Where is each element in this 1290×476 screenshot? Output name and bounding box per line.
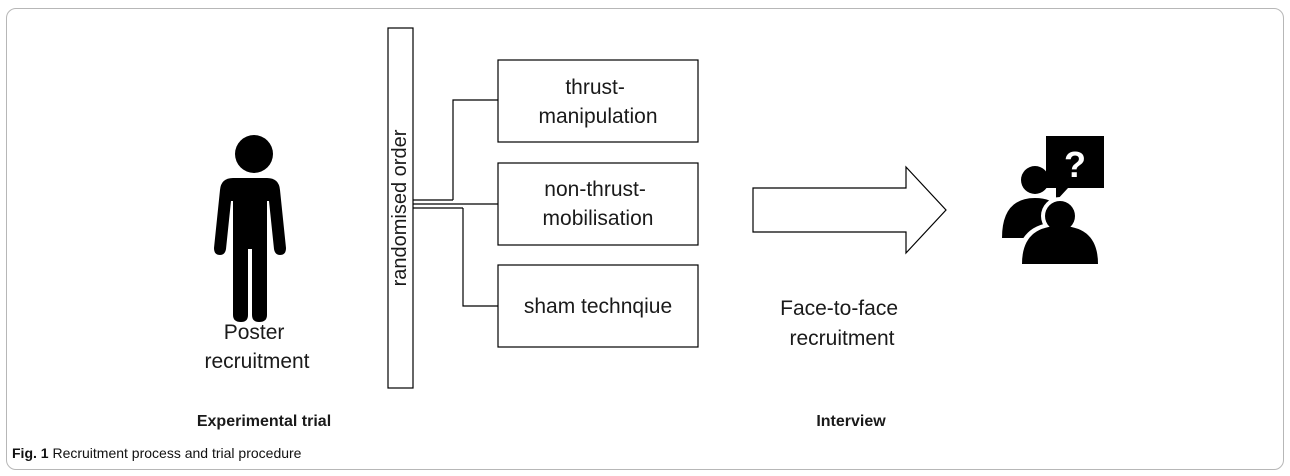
interview-icon	[1002, 136, 1104, 268]
caption-label: Fig. 1	[12, 445, 49, 461]
section-interview: Interview	[816, 413, 886, 430]
treatment-box-thrust	[497, 59, 699, 143]
caption-text: Recruitment process and trial procedure	[52, 445, 302, 461]
treatment-non-thrust-label: non-thrust- mobilisation	[543, 178, 654, 230]
treatment-box-sham	[497, 264, 699, 348]
treatment-box-non-thrust	[497, 162, 699, 246]
randomised-order-label: randomised order	[389, 129, 411, 286]
non-thrust-line-2: mobilisation	[543, 207, 654, 230]
poster-line-1: Poster	[224, 321, 285, 344]
figure-frame	[6, 8, 1284, 470]
poster-recruitment-label: Poster recruitment	[204, 321, 309, 373]
question-mark: ?	[1064, 144, 1086, 185]
non-thrust-line-1: non-thrust-	[544, 178, 646, 201]
figure-caption: Fig. 1 Recruitment process and trial pro…	[12, 445, 301, 461]
face-line-1: Face-to-face	[780, 297, 898, 320]
randomised-order-box	[387, 27, 414, 389]
treatment-sham-label: sham technqiue	[524, 295, 672, 318]
treatment-thrust-label: thrust- manipulation	[538, 76, 657, 128]
arrow-right	[752, 165, 947, 255]
face-line-2: recruitment	[789, 327, 894, 350]
person-icon	[214, 135, 286, 322]
thrust-line-1: thrust-	[565, 76, 625, 99]
connector-lines	[413, 99, 498, 307]
thrust-line-2: manipulation	[538, 105, 657, 128]
face-to-face-label: Face-to-face recruitment	[780, 297, 904, 350]
poster-line-2: recruitment	[204, 350, 309, 373]
section-experimental-trial: Experimental trial	[197, 413, 331, 430]
